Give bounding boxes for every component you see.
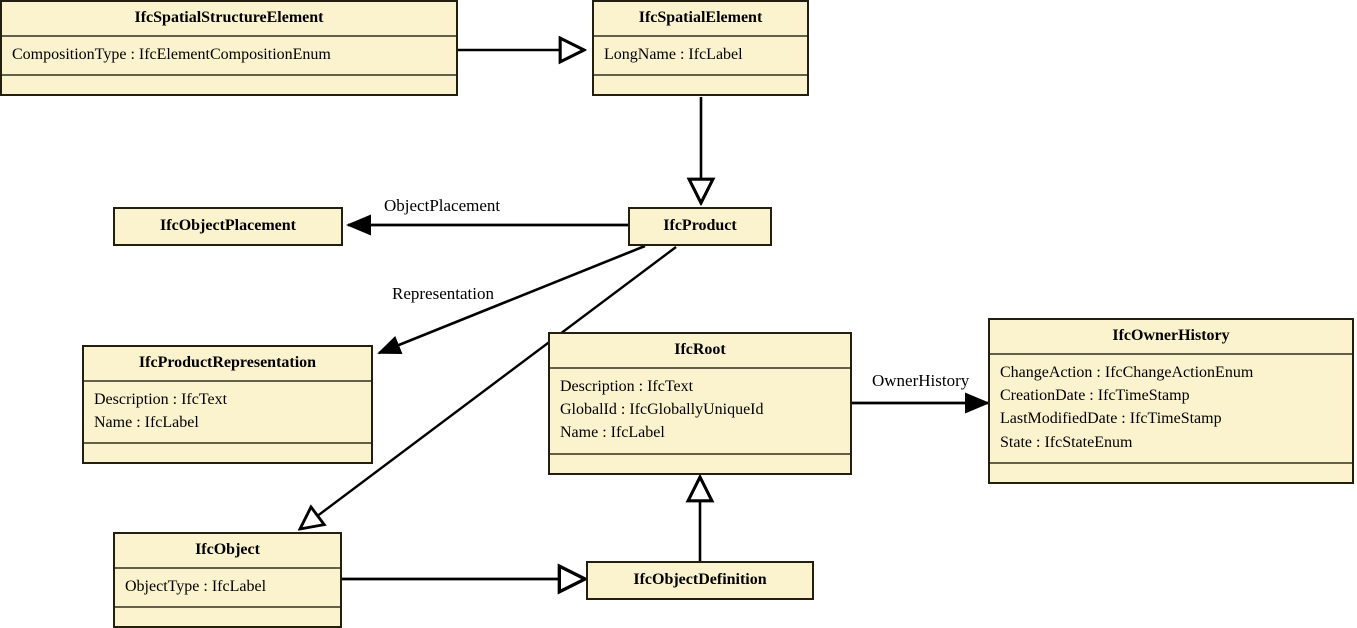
class-operations bbox=[115, 606, 340, 626]
edge-label-representation: Representation bbox=[392, 284, 494, 303]
class-name: IfcObject bbox=[195, 541, 260, 558]
class-name: IfcOwnerHistory bbox=[1112, 327, 1230, 344]
class-ifcproductrepresentation[interactable]: IfcProductRepresentation Description : I… bbox=[82, 345, 373, 465]
class-attributes: ObjectType : IfcLabel bbox=[115, 567, 340, 606]
class-operations bbox=[2, 74, 456, 94]
class-ifcobjectplacement[interactable]: IfcObjectPlacement bbox=[113, 207, 343, 246]
attribute-row: LongName : IfcLabel bbox=[604, 46, 743, 63]
attribute-row: Name : IfcLabel bbox=[560, 424, 665, 442]
class-name: IfcRoot bbox=[674, 341, 726, 358]
attribute-row: ObjectType : IfcLabel bbox=[125, 578, 267, 595]
class-ifcspatialelement[interactable]: IfcSpatialElement LongName : IfcLabel bbox=[592, 0, 809, 97]
attribute-row: CompositionType : IfcElementCompositionE… bbox=[12, 46, 331, 63]
class-ifcroot[interactable]: IfcRoot Description : IfcText GlobalId :… bbox=[548, 332, 852, 475]
attribute-row: State : IfcStateEnum bbox=[1000, 433, 1133, 451]
attribute-row: Description : IfcText bbox=[560, 378, 694, 395]
class-attributes: ChangeAction : IfcChangeActionEnum Creat… bbox=[990, 353, 1352, 462]
class-name: IfcObjectPlacement bbox=[160, 217, 296, 234]
edge-label-ownerhistory: OwnerHistory bbox=[872, 371, 970, 390]
class-name: IfcSpatialStructureElement bbox=[134, 9, 324, 26]
class-ifcownerhistory[interactable]: IfcOwnerHistory ChangeAction : IfcChange… bbox=[988, 318, 1354, 484]
edge-label-objectplacement: ObjectPlacement bbox=[384, 196, 501, 215]
class-operations bbox=[84, 442, 371, 462]
attribute-row: CreationDate : IfcTimeStamp bbox=[1000, 387, 1190, 405]
class-name: IfcProduct bbox=[663, 217, 737, 234]
class-ifcobjectdefinition[interactable]: IfcObjectDefinition bbox=[586, 561, 814, 600]
class-ifcspatialstructureelement[interactable]: IfcSpatialStructureElement CompositionTy… bbox=[0, 0, 458, 97]
attribute-row: ChangeAction : IfcChangeActionEnum bbox=[1000, 364, 1254, 381]
attribute-row: LastModifiedDate : IfcTimeStamp bbox=[1000, 410, 1222, 428]
class-attributes: Description : IfcText GlobalId : IfcGlob… bbox=[550, 367, 850, 453]
attribute-row: GlobalId : IfcGloballyUniqueId bbox=[560, 401, 764, 419]
class-attributes: LongName : IfcLabel bbox=[594, 35, 807, 74]
class-operations bbox=[990, 461, 1352, 482]
class-attributes: Description : IfcText Name : IfcLabel bbox=[84, 380, 371, 442]
class-name: IfcSpatialElement bbox=[638, 9, 763, 26]
class-operations bbox=[550, 452, 850, 473]
class-attributes: CompositionType : IfcElementCompositionE… bbox=[2, 35, 456, 74]
attribute-row: Description : IfcText bbox=[94, 391, 228, 408]
class-ifcobject[interactable]: IfcObject ObjectType : IfcLabel bbox=[113, 532, 342, 628]
class-name: IfcObjectDefinition bbox=[633, 571, 767, 588]
class-operations bbox=[594, 74, 807, 94]
class-ifcproduct[interactable]: IfcProduct bbox=[628, 207, 772, 246]
attribute-row: Name : IfcLabel bbox=[94, 414, 199, 432]
class-name: IfcProductRepresentation bbox=[138, 354, 317, 371]
